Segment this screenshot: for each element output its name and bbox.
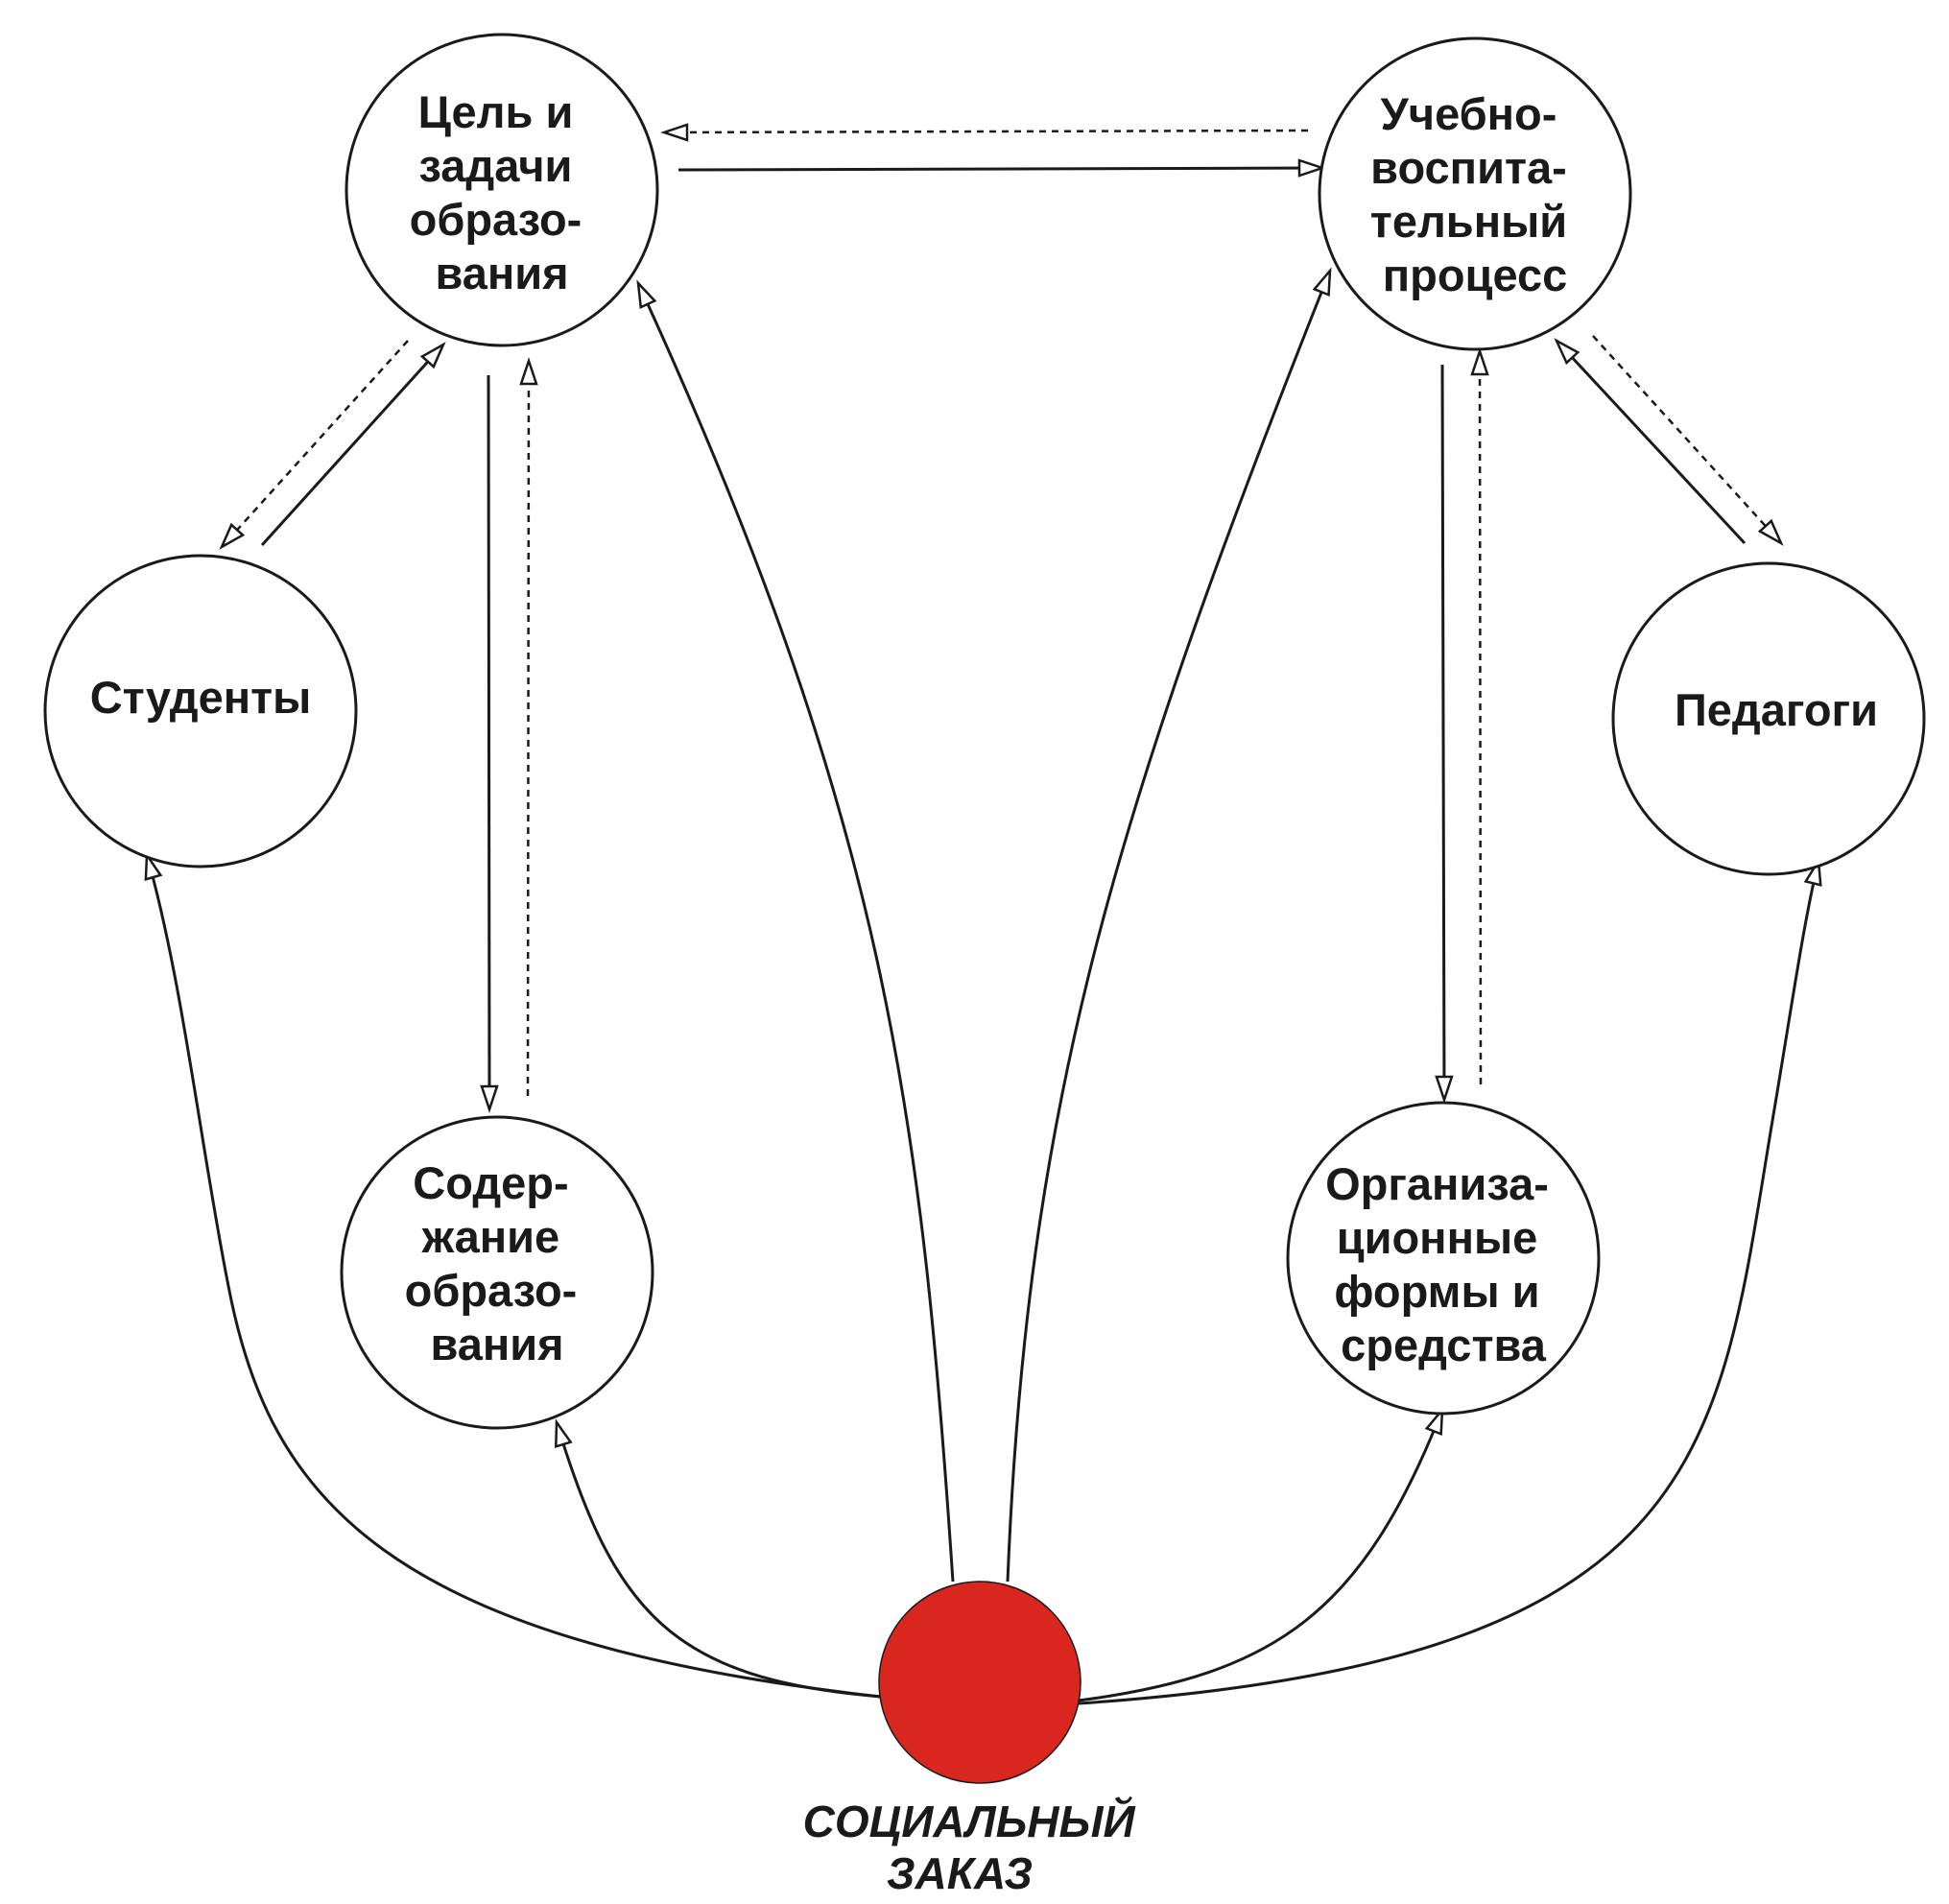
node-forms-line-1: Организа- (1325, 1158, 1549, 1209)
svg-text:Учебно- воспита-: Учебно- воспита- тельный процесс (1370, 88, 1580, 300)
node-goals-line-3: образо- (410, 194, 582, 245)
arrow-process-to-goals (660, 123, 1309, 142)
arrow-forms-to-process (1470, 347, 1489, 1085)
node-process-line-4: процесс (1383, 250, 1568, 300)
node-forms-line-4: средства (1341, 1320, 1547, 1370)
node-forms-circle (1286, 1101, 1601, 1416)
node-content-line-3: образо- (405, 1265, 578, 1316)
node-process-line-3: тельный (1370, 196, 1567, 247)
arrow-social-order-to-forms (1078, 1406, 1444, 1702)
arrow-students-to-goals (260, 342, 446, 547)
arrow-social-order-to-process (1006, 267, 1332, 1583)
svg-text:Содер- жание о: Содер- жание образо- вания (405, 1157, 590, 1369)
node-goals-line-2: задачи (419, 140, 573, 191)
social-order-line-1: СОЦИАЛЬНЫЙ (803, 1797, 1136, 1846)
svg-text:СОЦИАЛЬНЫЙ ЗАКАЗ: СОЦИАЛЬНЫЙ ЗАКАЗ (803, 1797, 1148, 1898)
arrow-content-to-goals (519, 357, 538, 1097)
arrow-process-to-forms (1435, 364, 1454, 1104)
arrow-teachers-to-process (1554, 338, 1747, 545)
arrow-goals-to-content (480, 374, 499, 1113)
node-content-line-2: жание (421, 1211, 559, 1262)
node-goals-line-1: Цель и (418, 86, 574, 137)
node-students-label: Студенты (90, 672, 312, 723)
node-content-line-1: Содер- (413, 1157, 568, 1208)
arrow-goals-to-students (219, 340, 409, 550)
node-process-circle (1318, 36, 1632, 351)
node-goals-line-4: вания (435, 248, 568, 298)
node-forms-line-3: формы и (1334, 1266, 1539, 1317)
svg-text:Организа- ционные: Организа- ционные формы и средства (1325, 1158, 1561, 1370)
nodes-layer: Цель и задачи образо- вания Учебно- восп… (43, 33, 1926, 1898)
arrow-process-to-teachers (1592, 335, 1784, 546)
arrow-goals-to-process (677, 158, 1326, 178)
node-forms-line-2: ционные (1337, 1212, 1538, 1263)
svg-text:Педагоги: Педагоги (1675, 684, 1878, 735)
node-content-line-4: вания (430, 1319, 563, 1369)
node-goals: Цель и задачи образо- вания (345, 33, 659, 347)
node-social-order: СОЦИАЛЬНЫЙ ЗАКАЗ (803, 1581, 1148, 1898)
svg-text:Цель и задачи: Цель и задачи образо- вания (410, 86, 595, 298)
arrow-social-order-to-teachers (1078, 857, 1822, 1705)
arrow-social-order-to-goals (636, 279, 955, 1583)
edges-layer (144, 123, 1822, 1705)
node-students-circle (43, 554, 358, 869)
social-order-circle (878, 1581, 1081, 1784)
node-process-line-2: воспита- (1370, 142, 1567, 193)
social-order-line-2: ЗАКАЗ (887, 1848, 1033, 1898)
node-teachers-circle (1611, 561, 1926, 876)
node-forms: Организа- ционные формы и средства (1286, 1101, 1601, 1416)
arrow-social-order-to-content (555, 1418, 882, 1699)
node-goals-circle (345, 33, 659, 347)
node-teachers: Педагоги (1611, 561, 1926, 876)
node-process-line-1: Учебно- (1381, 88, 1557, 139)
node-teachers-label: Педагоги (1675, 684, 1878, 735)
node-content: Содер- жание образо- вания (340, 1115, 654, 1430)
arrow-social-order-to-students (144, 851, 882, 1699)
node-process: Учебно- воспита- тельный процесс (1318, 36, 1632, 351)
node-students: Студенты (43, 554, 358, 869)
svg-text:Студенты: Студенты (90, 672, 312, 723)
node-content-circle (340, 1115, 654, 1430)
